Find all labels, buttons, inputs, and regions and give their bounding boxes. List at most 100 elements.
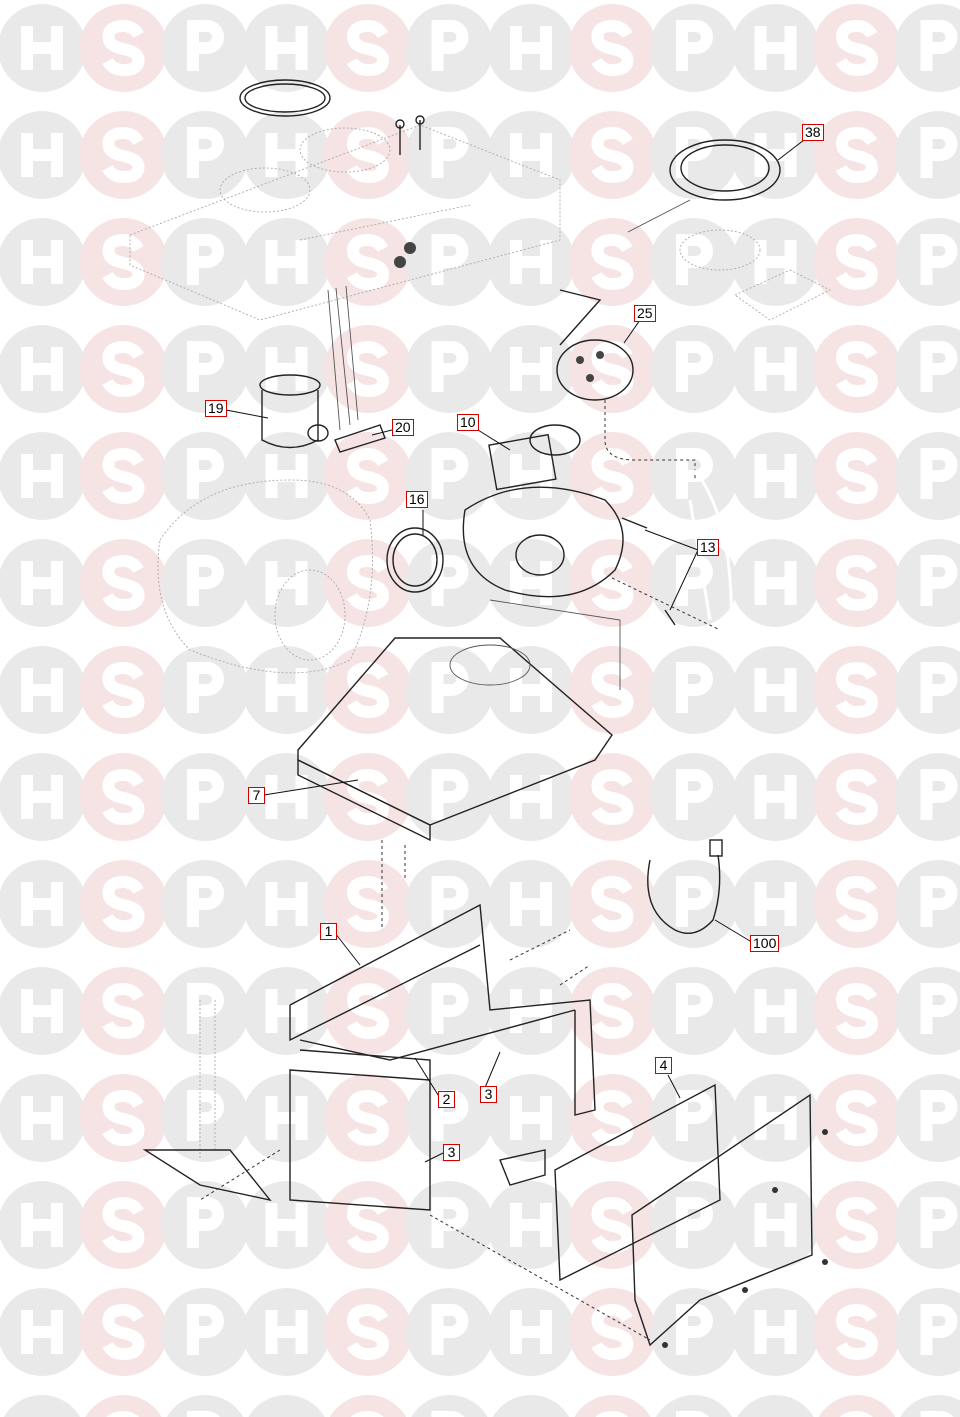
watermark-circle-h bbox=[0, 4, 86, 92]
watermark-circle-s bbox=[813, 325, 901, 413]
bracket bbox=[327, 285, 386, 453]
watermark-circle-p bbox=[894, 325, 960, 413]
callout-100[interactable]: 100 bbox=[750, 935, 780, 952]
callout-7[interactable]: 7 bbox=[248, 787, 265, 804]
watermark-circle-p bbox=[405, 860, 494, 948]
watermark-circle-p bbox=[405, 646, 494, 734]
flue-adaptor bbox=[259, 374, 329, 449]
watermark-circle-h bbox=[242, 1074, 331, 1162]
callout-19[interactable]: 19 bbox=[205, 400, 227, 417]
watermark-circle-p bbox=[161, 753, 249, 841]
combustion-chamber-frame bbox=[289, 903, 596, 1116]
watermark-circle-p bbox=[894, 646, 960, 734]
watermark-circle-p bbox=[894, 111, 960, 199]
flue-cap bbox=[679, 229, 832, 321]
watermark-circle-h bbox=[3, 1395, 81, 1417]
heat-exchanger bbox=[157, 479, 373, 674]
watermark-circle-s bbox=[568, 4, 657, 92]
watermark-circle-s bbox=[329, 1395, 407, 1417]
watermark-circle-h bbox=[0, 539, 86, 627]
watermark-circle-s bbox=[79, 860, 168, 948]
watermark-circle-h bbox=[487, 753, 575, 841]
watermark-circle-s bbox=[79, 432, 168, 520]
watermark-circle-p bbox=[650, 325, 738, 413]
watermark-circle-s bbox=[813, 1074, 901, 1162]
watermark-circle-h bbox=[731, 218, 820, 306]
flange-ring bbox=[627, 139, 781, 233]
watermark-circle-s bbox=[79, 218, 168, 306]
watermark-circle-h bbox=[731, 1288, 820, 1376]
watermark-circle-s bbox=[813, 1181, 901, 1269]
watermark-circle-s bbox=[324, 218, 412, 306]
seal-ring bbox=[239, 79, 331, 117]
watermark-circle-s bbox=[813, 646, 901, 734]
watermark-circle-p bbox=[405, 1181, 494, 1269]
watermark-circle-p bbox=[166, 1395, 244, 1417]
pressure-switch bbox=[556, 289, 634, 401]
callout-25[interactable]: 25 bbox=[634, 305, 656, 322]
watermark-circle-s bbox=[324, 1288, 412, 1376]
watermark-circle-p bbox=[161, 325, 249, 413]
watermark-circle-p bbox=[405, 753, 494, 841]
rear-panel bbox=[631, 1093, 828, 1348]
watermark-circle-p bbox=[161, 1074, 249, 1162]
watermark-circle-p bbox=[894, 753, 960, 841]
watermark-circle-h bbox=[242, 539, 331, 627]
watermark-circle-h bbox=[487, 539, 575, 627]
watermark-circle-s bbox=[324, 4, 412, 92]
watermark-circle-h bbox=[242, 967, 331, 1055]
watermark-circle-p bbox=[405, 111, 494, 199]
callout-10[interactable]: 10 bbox=[457, 414, 479, 431]
watermark-circle-p bbox=[650, 860, 738, 948]
watermark-circle-h bbox=[242, 1181, 331, 1269]
watermark-circle-h bbox=[0, 432, 86, 520]
callout-3[interactable]: 3 bbox=[443, 1144, 460, 1161]
watermark-circle-h bbox=[487, 1181, 575, 1269]
watermark-circle-s bbox=[813, 218, 901, 306]
watermark-circle-s bbox=[568, 539, 657, 627]
watermark-circle-p bbox=[650, 218, 738, 306]
fan-assembly bbox=[462, 424, 624, 598]
callout-16[interactable]: 16 bbox=[406, 491, 428, 508]
watermark-circle-s bbox=[568, 646, 657, 734]
silicone-tubes bbox=[604, 400, 733, 657]
watermark-circle-s bbox=[324, 1074, 412, 1162]
watermark-circle-p bbox=[650, 753, 738, 841]
watermark-circle-h bbox=[731, 539, 820, 627]
callout-1[interactable]: 1 bbox=[320, 923, 337, 940]
callout-3[interactable]: 3 bbox=[480, 1086, 497, 1103]
electrodes bbox=[611, 517, 721, 631]
watermark-circle-p bbox=[405, 218, 494, 306]
watermark-circle-h bbox=[0, 753, 86, 841]
watermark-circle-h bbox=[242, 753, 331, 841]
watermark-circle-h bbox=[731, 325, 820, 413]
watermark-circle-s bbox=[324, 432, 412, 520]
watermark-circle-p bbox=[405, 539, 494, 627]
watermark-circle-p bbox=[894, 1074, 960, 1162]
watermark-circle-h bbox=[248, 1395, 325, 1417]
callout-13[interactable]: 13 bbox=[697, 539, 719, 556]
watermark-circle-p bbox=[161, 646, 249, 734]
watermark-circle-h bbox=[731, 967, 820, 1055]
watermark-circle-p bbox=[161, 4, 249, 92]
watermark-circle-s bbox=[79, 111, 168, 199]
watermark-circle-s bbox=[813, 753, 901, 841]
watermark-circle-p bbox=[161, 967, 249, 1055]
watermark-circle-p bbox=[161, 1181, 249, 1269]
watermark-circle-s bbox=[813, 1288, 901, 1376]
callout-2[interactable]: 2 bbox=[438, 1091, 455, 1108]
callout-20[interactable]: 20 bbox=[392, 419, 414, 436]
watermark-circle-p bbox=[894, 539, 960, 627]
watermark-circle-s bbox=[574, 1395, 651, 1417]
watermark-circle-s bbox=[568, 1181, 657, 1269]
watermark-circle-h bbox=[0, 646, 86, 734]
side-panel bbox=[142, 1000, 651, 1341]
watermark-circle-s bbox=[79, 1181, 168, 1269]
watermark-circle-p bbox=[411, 1395, 488, 1417]
callout-4[interactable]: 4 bbox=[655, 1057, 672, 1074]
watermark-circle-p bbox=[161, 539, 249, 627]
callout-leaders bbox=[225, 139, 805, 1163]
callout-38[interactable]: 38 bbox=[802, 124, 824, 141]
